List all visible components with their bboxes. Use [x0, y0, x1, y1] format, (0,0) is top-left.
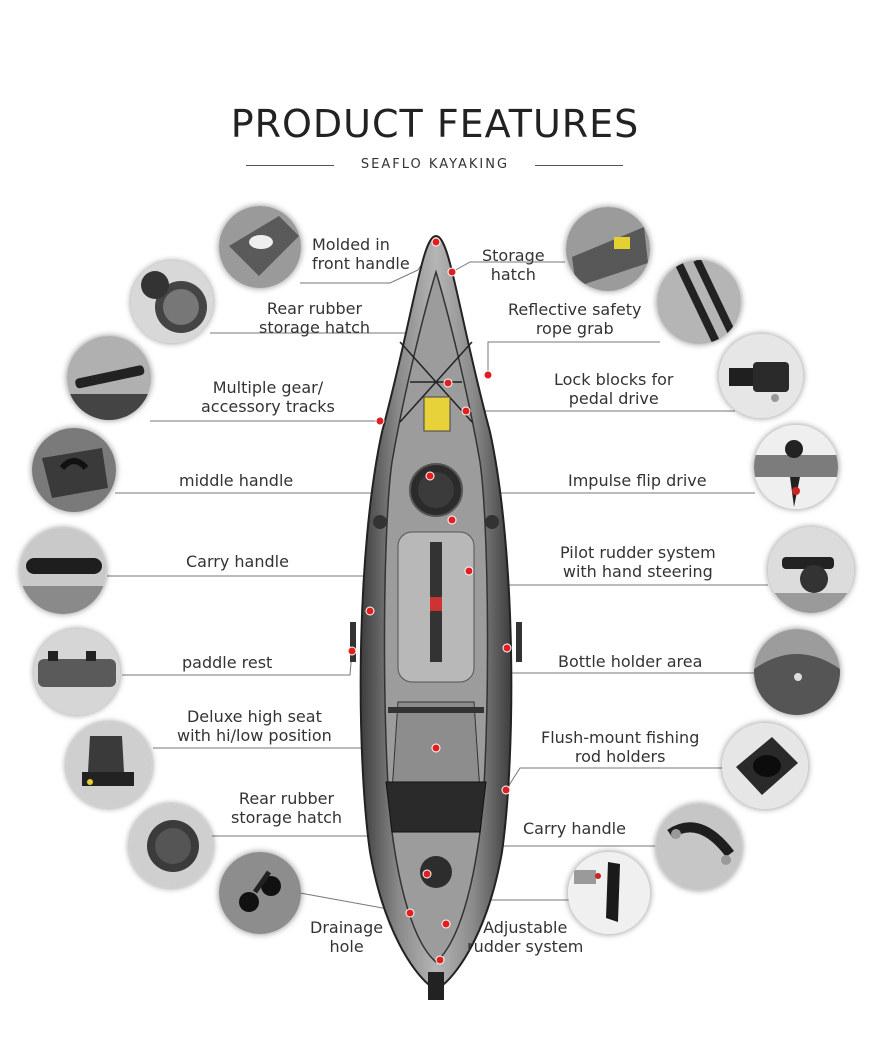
- label-storage-hatch: Storage hatch: [482, 246, 545, 284]
- label-rudder-steering: Pilot rudder system with hand steering: [560, 543, 716, 581]
- paddle-rest-icon: [34, 629, 120, 715]
- seat-icon: [66, 722, 152, 808]
- bottle-holder-icon: [754, 629, 840, 715]
- label-paddle-rest: paddle rest: [182, 653, 273, 672]
- label-rope-grab: Reflective safety rope grab: [508, 300, 642, 338]
- label-rear-hatch-top: Rear rubber storage hatch: [259, 299, 371, 337]
- rudder-icon: [568, 852, 650, 934]
- label-carry-handle-side: Carry handle: [186, 552, 289, 571]
- label-carry-handle-rear: Carry handle: [523, 819, 626, 838]
- rubber-hatch-icon: [131, 261, 213, 343]
- rudder-steering-icon: [768, 527, 854, 613]
- gear-track-icon: [67, 336, 151, 420]
- lock-block-icon: [719, 334, 803, 418]
- label-front-handle: Molded in front handle: [312, 235, 410, 273]
- rod-holder-icon: [722, 723, 808, 809]
- label-rudder-system: Adjustable rudder system: [467, 918, 584, 956]
- label-bottle-holder: Bottle holder area: [558, 652, 703, 671]
- rubber-hatch-icon: [129, 804, 213, 888]
- storage-hatch-icon: [566, 207, 650, 291]
- carry-handle-icon: [20, 528, 106, 614]
- drain-hole-icon: [219, 852, 301, 934]
- label-rear-hatch-bottom: Rear rubber storage hatch: [231, 789, 343, 827]
- title-line-right: [535, 165, 623, 166]
- label-rod-holders: Flush-mount fishing rod holders: [541, 728, 700, 766]
- label-lock-blocks: Lock blocks for pedal drive: [554, 370, 674, 408]
- title-line-left: [246, 165, 334, 166]
- label-gear-tracks: Multiple gear/ accessory tracks: [201, 378, 335, 416]
- rope-grab-icon: [657, 260, 741, 344]
- label-flip-drive: Impulse flip drive: [568, 471, 707, 490]
- kayak-top-view: [350, 234, 522, 1000]
- label-seat: Deluxe high seat with hi/low position: [177, 707, 332, 745]
- flip-drive-icon: [754, 425, 838, 509]
- middle-handle-icon: [32, 428, 116, 512]
- label-middle-handle: middle handle: [179, 471, 294, 490]
- front-handle-icon: [219, 206, 301, 288]
- label-drainage-hole: Drainage hole: [310, 918, 384, 956]
- page-title: PRODUCT FEATURES: [230, 102, 640, 146]
- carry-handle-icon: [656, 804, 742, 890]
- page-subtitle: SEAFLO KAYAKING: [360, 157, 510, 172]
